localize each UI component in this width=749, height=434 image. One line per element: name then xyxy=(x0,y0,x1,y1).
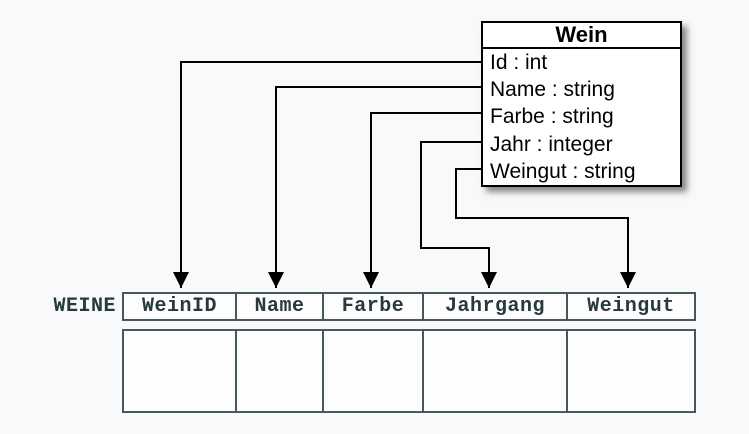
arrow-jahr-to-jahrgang xyxy=(420,141,497,288)
uml-class-box-wein: Wein Id : int Name : string Farbe : stri… xyxy=(481,21,682,187)
class-attribute-id: Id : int xyxy=(490,51,548,74)
table-body-row xyxy=(122,329,696,413)
arrow-name-to-name xyxy=(268,86,481,288)
arrow-weingut-to-weingut xyxy=(455,168,636,288)
class-attribute-jahr: Jahr : integer xyxy=(490,132,613,156)
arrow-id-to-weinid xyxy=(173,61,481,288)
body-cell-weingut xyxy=(568,329,696,413)
class-attribute-weingut: Weingut : string xyxy=(490,159,636,183)
body-cell-name xyxy=(237,329,324,413)
table-name-label: WEINE xyxy=(53,295,116,318)
arrow-farbe-to-farbe xyxy=(363,112,481,288)
header-cell-farbe: Farbe xyxy=(324,292,424,321)
body-cell-farbe xyxy=(324,329,424,413)
header-cell-weinid: WeinID xyxy=(122,292,237,321)
class-title: Wein xyxy=(483,23,680,49)
header-cell-jahrgang: Jahrgang xyxy=(424,292,568,321)
header-cell-weingut: Weingut xyxy=(568,292,696,321)
body-cell-weinid xyxy=(122,329,237,413)
class-attribute-farbe: Farbe : string xyxy=(490,105,614,129)
header-cell-name: Name xyxy=(237,292,324,321)
class-attribute-name: Name : string xyxy=(490,78,615,102)
table-header-row: WeinID Name Farbe Jahrgang Weingut xyxy=(122,292,696,321)
body-cell-jahrgang xyxy=(424,329,568,413)
